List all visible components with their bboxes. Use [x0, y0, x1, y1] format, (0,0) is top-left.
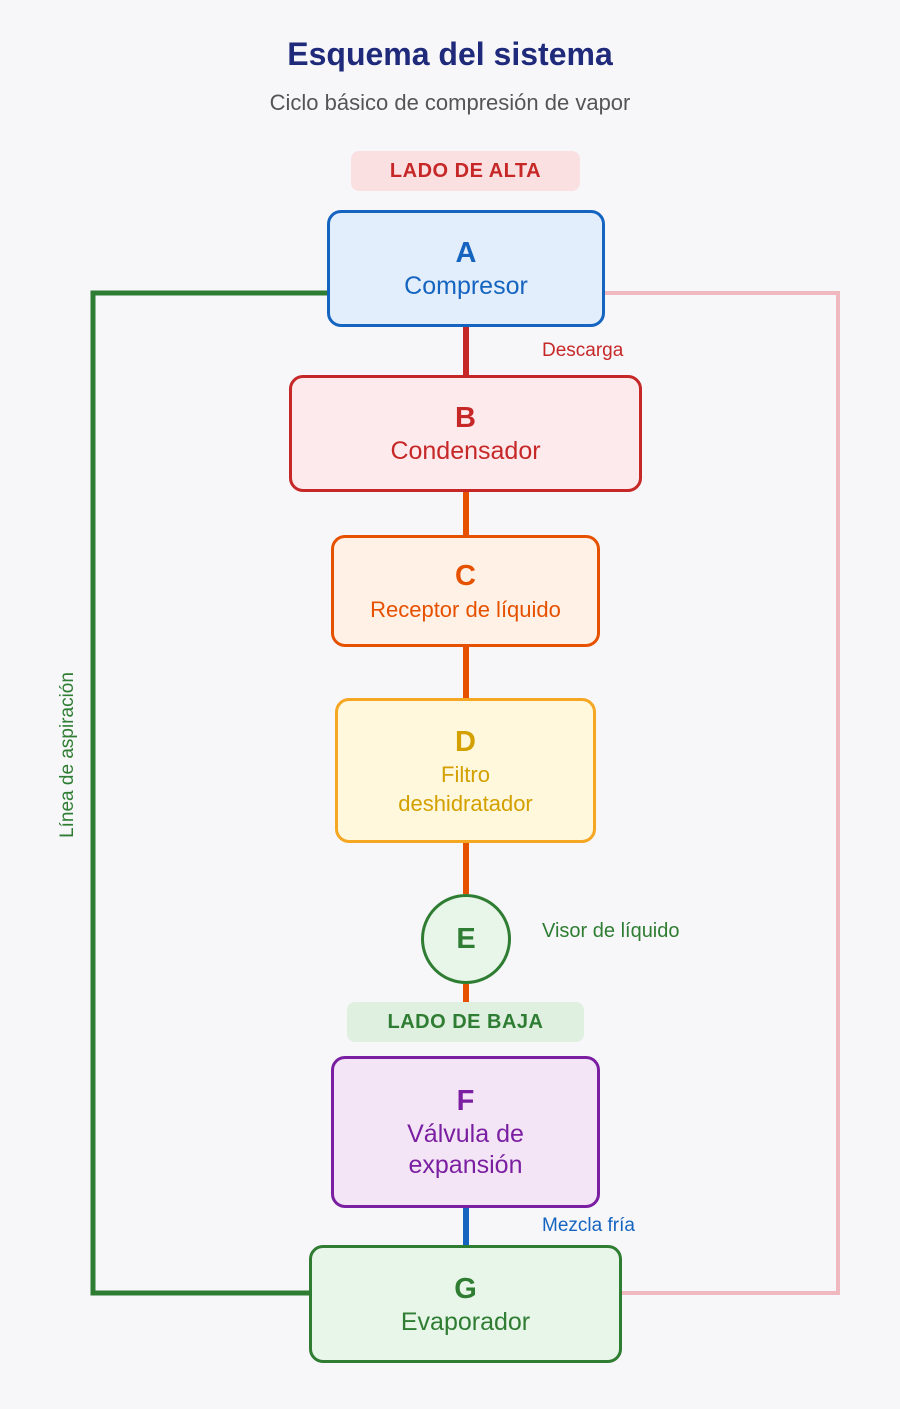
- node-liquid-receiver: C Receptor de líquido: [331, 535, 600, 647]
- node-letter: F: [456, 1085, 475, 1117]
- node-letter: G: [454, 1272, 477, 1305]
- diagram-title: Esquema del sistema: [287, 36, 613, 72]
- cold-mix-label: Mezcla fría: [542, 1215, 635, 1236]
- node-letter: A: [455, 237, 477, 269]
- node-letter: B: [455, 402, 476, 434]
- node-evaporator: G Evaporador: [309, 1245, 622, 1363]
- node-label-line2: deshidratador: [398, 790, 533, 816]
- node-label: Condensador: [390, 437, 541, 465]
- low-side-badge: LADO DE BAJA: [347, 1002, 584, 1042]
- node-label: Receptor de líquido: [370, 596, 561, 622]
- node-label: Compresor: [404, 272, 528, 300]
- node-label: Evaporador: [400, 1307, 531, 1336]
- node-filter-drier: D Filtro deshidratador: [335, 698, 596, 843]
- node-condenser: B Condensador: [289, 375, 642, 492]
- node-sight-glass: E: [421, 894, 511, 984]
- sight-glass-label: Visor de líquido: [542, 920, 680, 942]
- node-expansion-valve: F Válvula de expansión: [331, 1056, 600, 1208]
- suction-line: [90, 290, 327, 1296]
- node-compressor: A Compresor: [327, 210, 605, 327]
- node-label-line1: Válvula de: [407, 1120, 524, 1148]
- node-label-line1: Filtro: [441, 761, 490, 787]
- node-letter: D: [455, 725, 476, 758]
- node-letter: E: [456, 923, 476, 955]
- diagram-subtitle: Ciclo básico de compresión de vapor: [269, 90, 631, 115]
- high-side-badge: LADO DE ALTA: [351, 151, 580, 191]
- node-letter: C: [455, 559, 476, 592]
- return-line: [605, 291, 840, 1295]
- discharge-label: Descarga: [542, 340, 624, 361]
- suction-line-label: Línea de aspiración: [57, 672, 78, 838]
- node-label-line2: expansión: [408, 1151, 523, 1179]
